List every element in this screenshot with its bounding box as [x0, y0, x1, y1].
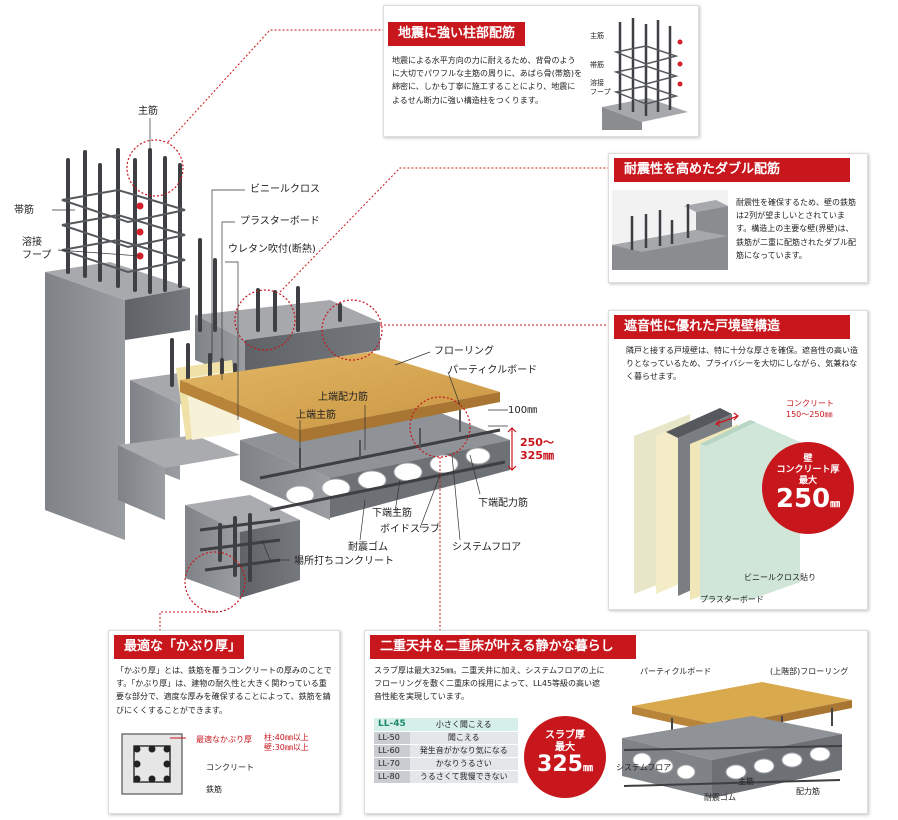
label-system-floor: システムフロア [452, 542, 522, 553]
panel-cover-image [121, 733, 186, 795]
panel-floor-label-shukin: 主筋 [738, 777, 754, 786]
panel-wall-vinyl-label: ビニールクロス貼り [744, 573, 816, 582]
callout-circle-double [234, 289, 296, 351]
ll-desc: 小さく聞こえる [409, 718, 518, 732]
panel-cover-text: 「かぶり厚」とは、鉄筋を覆うコンクリートの厚みのことです。「かぶり厚」は、建物の… [116, 666, 332, 715]
ll-desc: 聞こえる [409, 731, 518, 745]
label-flooring: フローリング [434, 346, 494, 357]
ll-grade: LL-50 [374, 731, 410, 745]
label-cast-concrete: 場所打ちコンクリート [294, 556, 394, 567]
panel-cover-label-column: 柱:40㎜以上 [264, 733, 309, 742]
panel-wall-plaster-label: プラスターボード [700, 595, 764, 604]
label-rubber: 耐震ゴム [348, 542, 388, 553]
slab [240, 405, 510, 520]
label-lower-main-bar: 下端主筋 [372, 508, 412, 519]
panel-wall-concrete-range: 150〜250㎜ [786, 410, 833, 419]
panel-wall-title: 遮音性に優れた戸境壁構造 [614, 315, 850, 340]
label-dim-250: 250〜 [520, 436, 554, 449]
panel-wall-badge: 壁 コンクリート厚 最大 250㎜ [762, 442, 854, 534]
label-yousetsu-1: 溶接 [22, 237, 42, 248]
panel-floor-badge-unit: ㎜ [582, 763, 593, 774]
label-dim-100: 100㎜ [508, 405, 538, 416]
label-obikin: 帯筋 [14, 205, 34, 216]
panel-column-label-yousetsu-1: 溶接 [590, 79, 604, 87]
label-particle-board: パーティクルボード [448, 365, 538, 376]
callout-circle-slab [409, 396, 471, 458]
panel-floor-text: スラブ厚は最大325㎜。二重天井に加え、システムフロアの上にフローリングを敷く二… [374, 666, 605, 702]
panel-cover-title: 最適な「かぶり厚」 [114, 635, 244, 660]
panel-wall-text: 隣戸と接する戸境壁は、特に十分な厚さを確保。遮音性の高い造りとなっているため、プ… [626, 346, 858, 382]
label-void-slab: ボイドスラブ [380, 524, 440, 535]
ll-desc: かなりうるさい [409, 757, 518, 771]
ll-grade: LL-60 [374, 744, 410, 758]
label-dim-325: 325㎜ [520, 449, 554, 462]
panel-double-text: 耐震性を確保するため、壁の鉄筋は2列が望ましいとされています。構造上の主要な壁(… [736, 198, 856, 260]
panel-wall-badge-value: 250 [775, 484, 831, 515]
panel-floor-label-dist-bar: 配力筋 [796, 787, 820, 796]
panel-wall-badge-line3: 最大 [798, 475, 817, 486]
panel-column-label-shukin: 主筋 [590, 32, 604, 40]
panel-cover-label-rebar: 鉄筋 [206, 785, 222, 794]
panel-floor-label-rubber: 耐震ゴム [704, 793, 736, 802]
panel-wall-image [634, 408, 800, 600]
panel-wall-concrete-label: コンクリート [786, 399, 834, 408]
panel-floor-label-system-floor: システムフロア [616, 763, 672, 772]
panel-column-label-yousetsu-2: フープ [590, 88, 611, 96]
ll-desc: うるさくて我慢できない [409, 770, 518, 784]
panel-cover-label-cover: 最適なかぶり厚 [196, 735, 252, 744]
label-shukin: 主筋 [138, 106, 158, 117]
panel-double-image [612, 190, 728, 270]
label-urethane: ウレタン吹付(断熱) [228, 244, 316, 255]
callout-circle-wall [321, 299, 383, 361]
panel-floor-badge-value: 325 [537, 752, 583, 777]
panel-wall-badge-unit: ㎜ [830, 499, 841, 511]
label-upper-dist-bar: 上端配力筋 [318, 392, 368, 403]
panel-wall-badge-line1: 壁 [803, 454, 813, 464]
panel-floor-badge: スラブ厚 最大 325㎜ [524, 716, 606, 798]
panel-cover-label-wall: 壁:30㎜以上 [264, 743, 309, 752]
panel-floor-badge-line2: 最大 [555, 742, 575, 753]
label-plaster-board: プラスターボード [240, 216, 320, 227]
label-yousetsu-2: フープ [22, 250, 52, 261]
callout-circle-cover [184, 551, 246, 613]
ll-grade: LL-45 [374, 718, 410, 732]
label-vinyl-cloth: ビニールクロス [250, 184, 320, 195]
panel-floor-label-particle: パーティクルボード [640, 667, 712, 676]
ll-grade: LL-80 [374, 770, 410, 784]
floor [180, 352, 500, 470]
label-upper-main-bar: 上端主筋 [296, 410, 336, 421]
label-lower-dist-bar: 下端配力筋 [478, 498, 528, 509]
panel-floor-image [622, 682, 852, 798]
panel-wall-badge-line2: コンクリート厚 [776, 464, 840, 475]
panel-column-title: 地震に強い柱部配筋 [388, 22, 526, 47]
column-block [45, 148, 190, 540]
callout-circle-column [126, 139, 184, 197]
ll-grade: LL-70 [374, 757, 410, 771]
panel-column-image [602, 18, 688, 130]
panel-double-title: 耐震性を高めたダブル配筋 [614, 158, 850, 183]
panel-floor-badge-line1: スラブ厚 [545, 730, 585, 741]
panel-column-text: 地震による水平方向の力に耐えるため、背骨のように大切でパワフルな主筋の周りに、あ… [392, 56, 582, 105]
panel-column-label-obikin: 帯筋 [590, 61, 604, 69]
panel-floor-title: 二重天井＆二重床が叶える静かな暮らし [370, 635, 636, 660]
panel-cover-label-concrete: コンクリート [206, 763, 254, 772]
wall-blocks [118, 300, 380, 598]
panel-floor-label-upper-flooring: (上階部)フローリング [770, 667, 849, 676]
ll-desc: 発生音がかなり気になる [409, 744, 518, 758]
